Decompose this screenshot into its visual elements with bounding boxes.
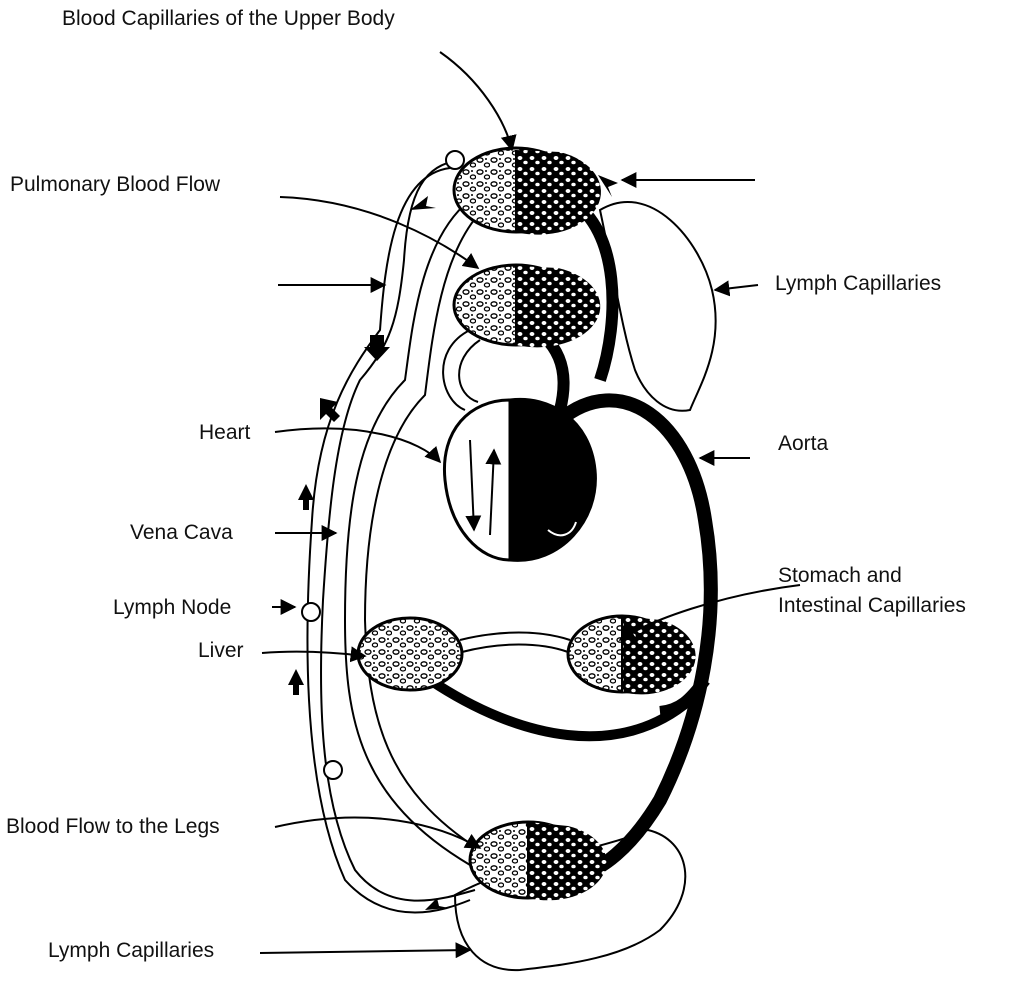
lymph-node-low bbox=[324, 761, 342, 779]
liver-capillaries bbox=[358, 618, 462, 690]
heart-left-side bbox=[510, 399, 595, 560]
label-liver: Liver bbox=[198, 638, 244, 663]
heart-right-side bbox=[444, 400, 510, 560]
label-vena-cava: Vena Cava bbox=[130, 520, 233, 545]
label-aorta: Aorta bbox=[778, 431, 828, 456]
label-lymph-capillaries-top: Lymph Capillaries bbox=[775, 271, 941, 296]
vena-cava-vessel bbox=[345, 200, 470, 865]
label-pulmonary-blood-flow: Pulmonary Blood Flow bbox=[10, 172, 220, 197]
label-lymph-capillaries-bottom: Lymph Capillaries bbox=[48, 938, 214, 963]
lymph-node-top bbox=[446, 151, 464, 169]
label-heart: Heart bbox=[199, 420, 250, 445]
label-stomach-line2: Intestinal Capillaries bbox=[778, 593, 966, 618]
label-lymph-node: Lymph Node bbox=[113, 595, 231, 620]
lymph-node-mid bbox=[302, 603, 320, 621]
label-upper-body-capillaries: Blood Capillaries of the Upper Body bbox=[62, 6, 395, 31]
label-stomach-line1: Stomach and bbox=[778, 563, 902, 588]
label-blood-flow-legs: Blood Flow to the Legs bbox=[6, 814, 220, 839]
